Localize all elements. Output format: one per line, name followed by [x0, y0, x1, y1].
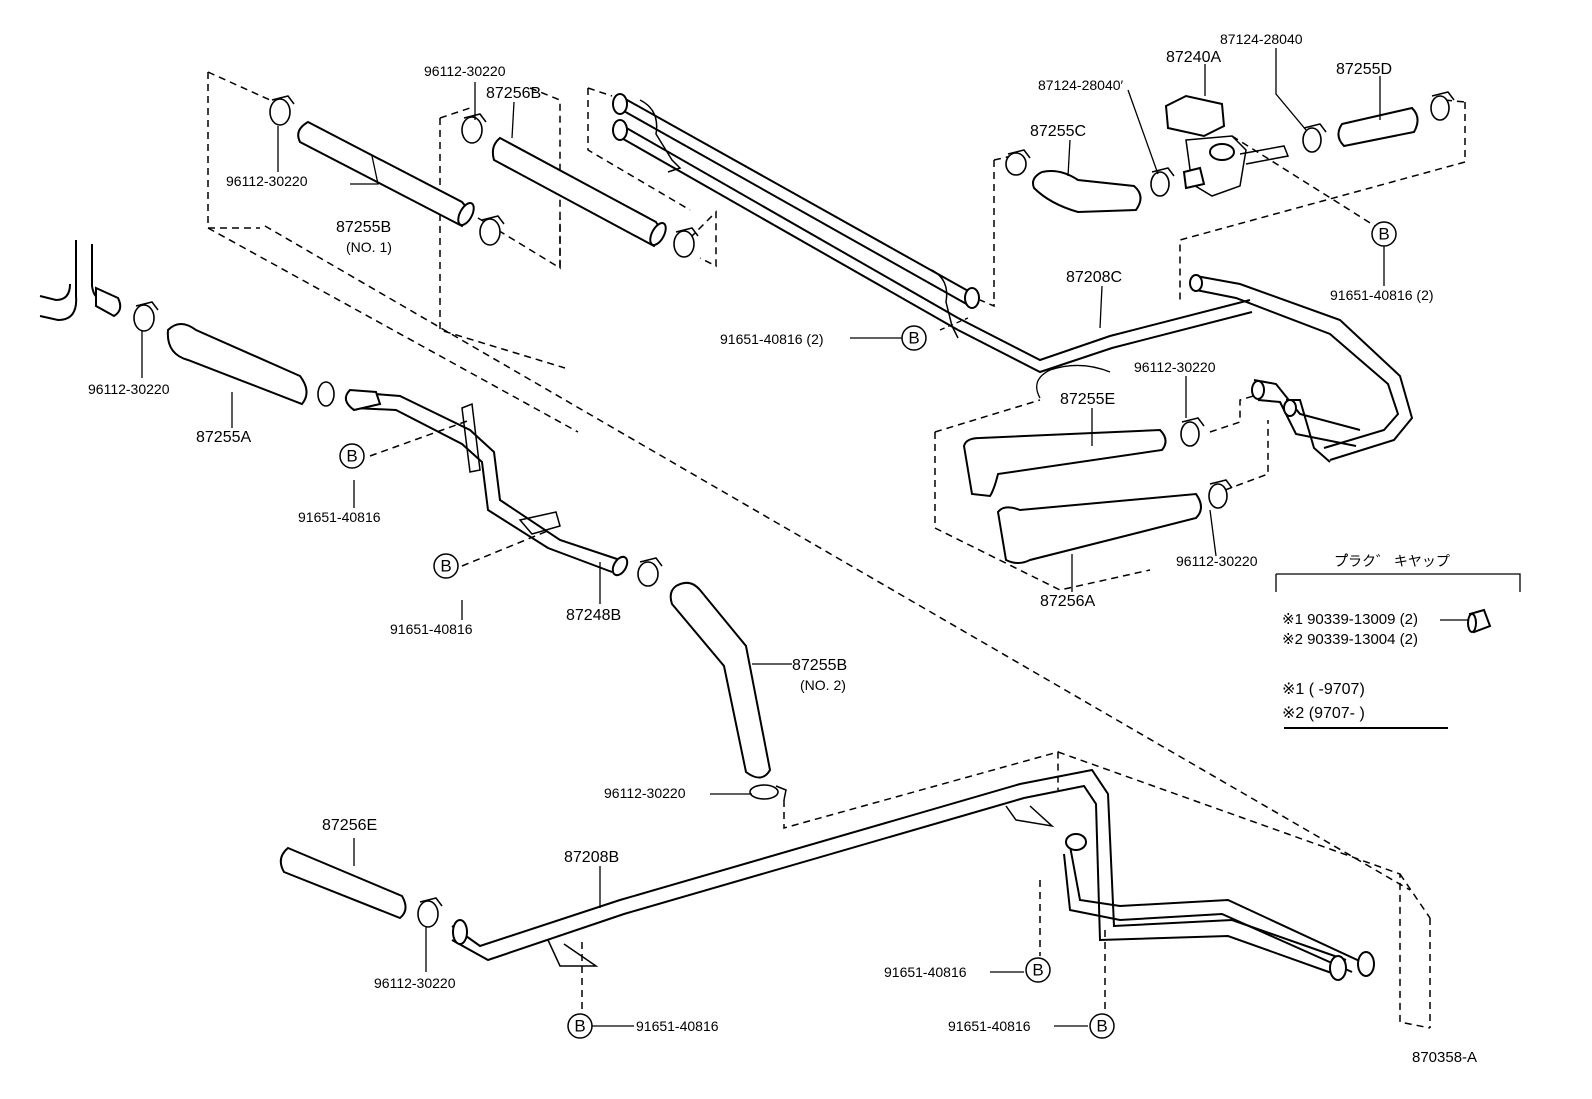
label-87255b-no1-sub: (NO. 1): [346, 239, 392, 255]
label-clamp: 96112-30220: [1134, 359, 1216, 375]
label-clamp-91651: 91651-40816: [884, 964, 967, 980]
plug-cap-item-1: ※1 90339-13009 (2): [1282, 611, 1418, 628]
ref-b-marker: B: [433, 553, 459, 579]
label-87255a: 87255A: [196, 429, 251, 446]
label-87124: 87124-28040: [1220, 31, 1303, 47]
svg-text:B: B: [1378, 225, 1389, 244]
ref-b-markers: B B B B B B B: [339, 221, 1397, 1039]
clamp-icon: [1180, 417, 1205, 447]
part-labels: 96112-30220 87256B 96112-30220 87255B (N…: [88, 31, 1434, 1034]
label-clamp: 96112-30220: [604, 785, 686, 801]
label-clamp: 96112-30220: [424, 63, 506, 79]
plug-cap-item-2: ※2 90339-13004 (2): [1282, 631, 1418, 648]
clamp-icon: [1208, 479, 1233, 509]
label-clamp-91651: 91651-40816: [948, 1018, 1031, 1034]
label-clamp: 96112-30220: [226, 173, 308, 189]
clamp-icon: [673, 227, 699, 258]
ref-b-marker: B: [1089, 1013, 1115, 1039]
ref-b-marker: B: [1025, 957, 1051, 983]
label-87255b-no2: 87255B: [792, 657, 847, 674]
clamp-icon: [133, 301, 159, 332]
label-clamp: 96112-30220: [1176, 553, 1258, 569]
label-87255b-no2-sub: (NO. 2): [800, 677, 846, 693]
label-87208c: 87208C: [1066, 269, 1122, 286]
label-87256e: 87256E: [322, 817, 377, 834]
ref-b-marker: B: [567, 1013, 593, 1039]
label-87248b: 87248B: [566, 607, 621, 624]
clamp-icon: [461, 113, 487, 144]
clamp-icon: [1430, 91, 1455, 121]
label-87208b: 87208B: [564, 849, 619, 866]
label-87256a: 87256A: [1040, 593, 1095, 610]
svg-text:B: B: [440, 557, 451, 576]
svg-text:B: B: [908, 329, 919, 348]
leader-lines: [141, 48, 1521, 1027]
clamp-icon: [317, 381, 335, 407]
label-clamp: 96112-30220: [374, 975, 456, 991]
clamp-icon: [1150, 167, 1175, 197]
label-clamp-91651-2: 91651-40816 (2): [720, 331, 824, 347]
clamp-icon: [749, 784, 787, 801]
clamp-icon: [1005, 149, 1031, 176]
label-clamp-91651: 91651-40816: [390, 621, 473, 637]
label-87240a: 87240A: [1166, 49, 1221, 66]
clamp-icon: [1302, 123, 1327, 153]
label-87255c: 87255C: [1030, 123, 1086, 140]
plug-cap-note-2: ※2 (9707- ): [1282, 705, 1365, 722]
plug-cap-legend: プ゚ラク゛ キヤップ ※1 90339-13009 (2) ※2 90339-…: [1282, 553, 1450, 722]
clamp-icon: [417, 897, 443, 928]
label-clamp-91651-2: 91651-40816 (2): [1330, 287, 1434, 303]
hose-clamps: [133, 91, 1492, 928]
label-clamp: 96112-30220: [88, 381, 170, 397]
plug-cap-icon: [1467, 608, 1492, 634]
svg-text:B: B: [1032, 961, 1043, 980]
svg-text:B: B: [346, 447, 357, 466]
label-87124: 87124-28040′: [1038, 77, 1124, 93]
ref-b-marker: B: [339, 443, 365, 469]
ref-b-marker: B: [1371, 221, 1397, 247]
svg-text:B: B: [1096, 1017, 1107, 1036]
plug-cap-note-1: ※1 ( -9707): [1282, 681, 1365, 698]
svg-text:B: B: [574, 1017, 585, 1036]
label-87255b-no1: 87255B: [336, 219, 391, 236]
clamp-icon: [269, 95, 295, 126]
diagram-code: 870358-A: [1412, 1049, 1477, 1066]
label-87255d: 87255D: [1336, 61, 1392, 78]
assembly-dashed-lines: [207, 71, 1466, 1029]
label-clamp-91651: 91651-40816: [298, 509, 381, 525]
plug-cap-title: プ゚ラク゛ キヤップ: [1334, 553, 1450, 569]
label-clamp-91651: 91651-40816: [636, 1018, 719, 1034]
label-87256b: 87256B: [486, 85, 541, 102]
hoses-and-pipes: [39, 93, 1419, 981]
clamp-icon: [637, 557, 663, 587]
ref-b-marker: B: [901, 325, 927, 351]
label-87255e: 87255E: [1060, 391, 1115, 408]
clamp-icon: [479, 215, 505, 246]
